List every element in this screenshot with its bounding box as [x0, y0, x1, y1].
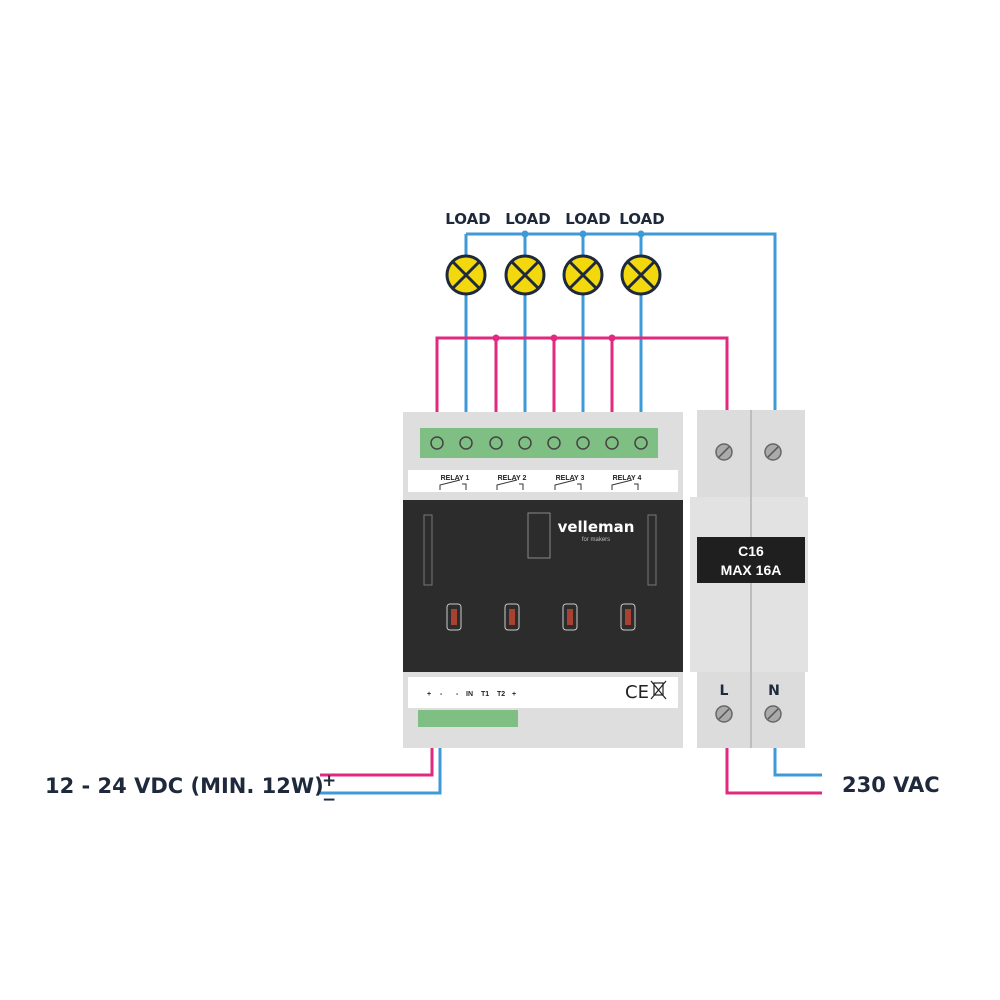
- mains-label: 230 VAC: [842, 773, 940, 797]
- relay-label-4: RELAY 4: [613, 475, 642, 482]
- input-minus: -: [456, 691, 459, 698]
- breaker-rating: C16: [738, 543, 764, 559]
- control-panel: [403, 500, 683, 672]
- relay-leds: [446, 603, 636, 631]
- relay-label-3: RELAY 3: [556, 475, 585, 482]
- input-terminal-block: [418, 710, 518, 727]
- power-minus: -: [440, 691, 443, 698]
- pole-l-label: L: [720, 683, 729, 699]
- supply-minus: −: [322, 790, 336, 810]
- lamp-2: [504, 254, 546, 296]
- output-terminal-block: [420, 428, 658, 458]
- load-label-4: LOAD: [619, 210, 664, 228]
- circuit-breaker: C16 MAX 16A L N: [690, 410, 808, 748]
- input-in: IN: [466, 691, 473, 698]
- supply-label: 12 - 24 VDC (MIN. 12W): [45, 774, 324, 798]
- load-label-3: LOAD: [565, 210, 610, 228]
- brand-sub: for makers: [582, 537, 610, 543]
- sensor-t2: T2: [497, 691, 505, 698]
- lamp-4: [620, 254, 662, 296]
- lamp-3: [562, 254, 604, 296]
- ce-mark: CE: [625, 682, 649, 703]
- sensor-t1: T1: [481, 691, 489, 698]
- power-plus: +: [427, 691, 431, 698]
- relay-label-2: RELAY 2: [498, 475, 527, 482]
- relay-module: RELAY 1 RELAY 2 RELAY 3 RELAY 4 velleman…: [403, 412, 683, 748]
- breaker-max: MAX 16A: [721, 562, 782, 578]
- brand-logo: velleman: [558, 518, 635, 536]
- breaker-rating-label: [697, 537, 805, 583]
- wire-junctions: [492, 230, 645, 342]
- relay-label-1: RELAY 1: [441, 475, 470, 482]
- lamp-1: [445, 254, 487, 296]
- sensor-plus: +: [512, 691, 516, 698]
- load-label-2: LOAD: [505, 210, 550, 228]
- supply-plus: +: [322, 771, 336, 791]
- pole-n-label: N: [768, 683, 780, 699]
- weee-icon: [650, 680, 667, 700]
- load-label-1: LOAD: [445, 210, 490, 228]
